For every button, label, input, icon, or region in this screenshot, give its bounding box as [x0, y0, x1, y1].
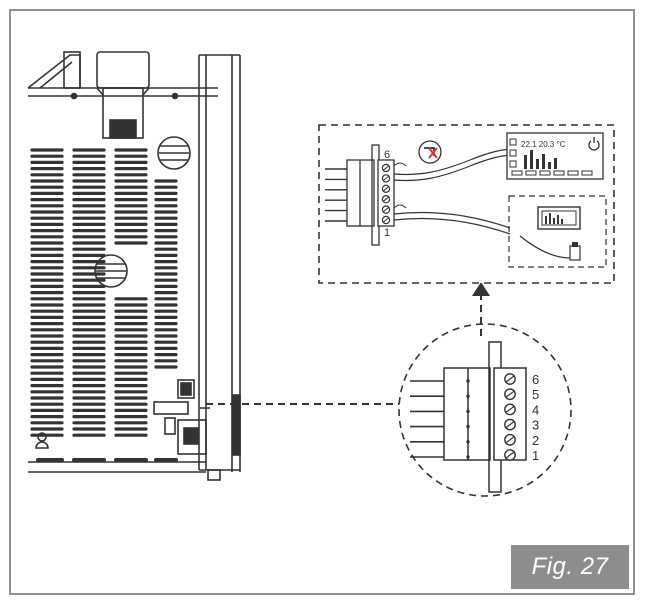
vent-slots: [30, 148, 178, 437]
pin-label: 1: [532, 448, 539, 463]
figure-label: Fig. 27: [511, 545, 629, 589]
power-icon: [588, 137, 600, 151]
thermostat-readout: 22.1 20.3 °C: [521, 140, 566, 149]
terminal-top-label: 6: [384, 149, 390, 161]
pin-label: 4: [532, 402, 539, 417]
outer-frame: [9, 9, 635, 595]
terminal-bottom-label: 1: [384, 227, 390, 239]
no-jumper-icon: [418, 140, 442, 164]
pin-label: 6: [532, 372, 539, 387]
arrow-head: [472, 282, 490, 296]
remote-module: [508, 195, 607, 268]
thermostat-display: 22.1 20.3 °C: [506, 132, 604, 180]
pin-label: 5: [532, 387, 539, 402]
pin-label: 3: [532, 418, 539, 433]
wiring-detail-box: 6 1 22.1 20.3 °C: [318, 124, 615, 284]
pin-label: 2: [532, 433, 539, 448]
